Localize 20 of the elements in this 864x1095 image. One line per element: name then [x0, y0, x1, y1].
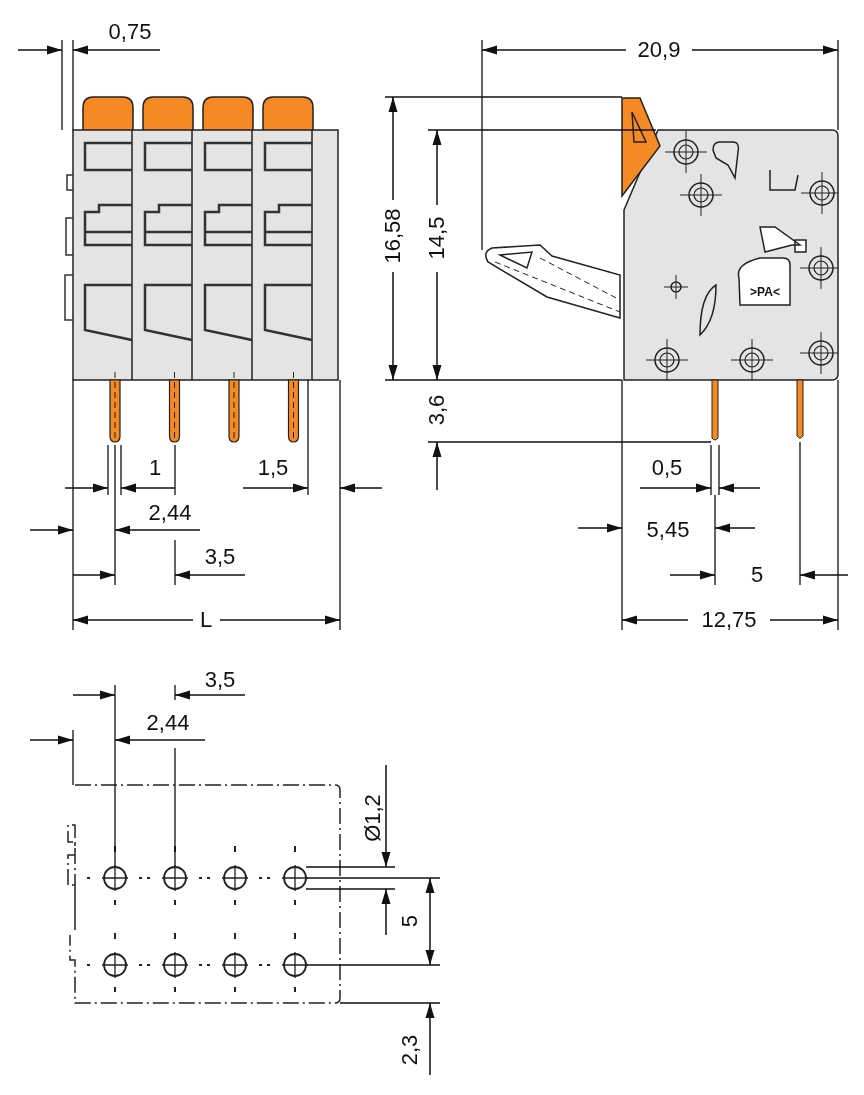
material-marking: >PA<: [750, 286, 780, 298]
dimension-label: 1,5: [257, 457, 289, 479]
dimension-label: 16,58: [382, 208, 404, 264]
dimension-label: 3,5: [204, 546, 236, 568]
dimension-label: 3,5: [204, 669, 236, 691]
dimension-label: 5: [750, 564, 764, 586]
dimension-label: 12,75: [701, 609, 757, 631]
dimension-label: 0,75: [108, 21, 152, 43]
dimension-label: 5: [399, 914, 421, 928]
dimension-label: 20,9: [637, 39, 681, 61]
dimension-label: 2,3: [399, 1034, 421, 1066]
dimension-label: 5,45: [646, 519, 690, 541]
dimension-label: 3,6: [426, 394, 448, 426]
dimension-label: 14,5: [426, 216, 448, 260]
dimension-label: Ø1,2: [362, 794, 384, 842]
dimension-label: 2,44: [148, 502, 192, 524]
dimension-label: 2,44: [146, 712, 190, 734]
dimension-label: L: [199, 609, 213, 631]
dimension-label: 1: [148, 457, 162, 479]
dimension-label: 0,5: [651, 457, 683, 479]
